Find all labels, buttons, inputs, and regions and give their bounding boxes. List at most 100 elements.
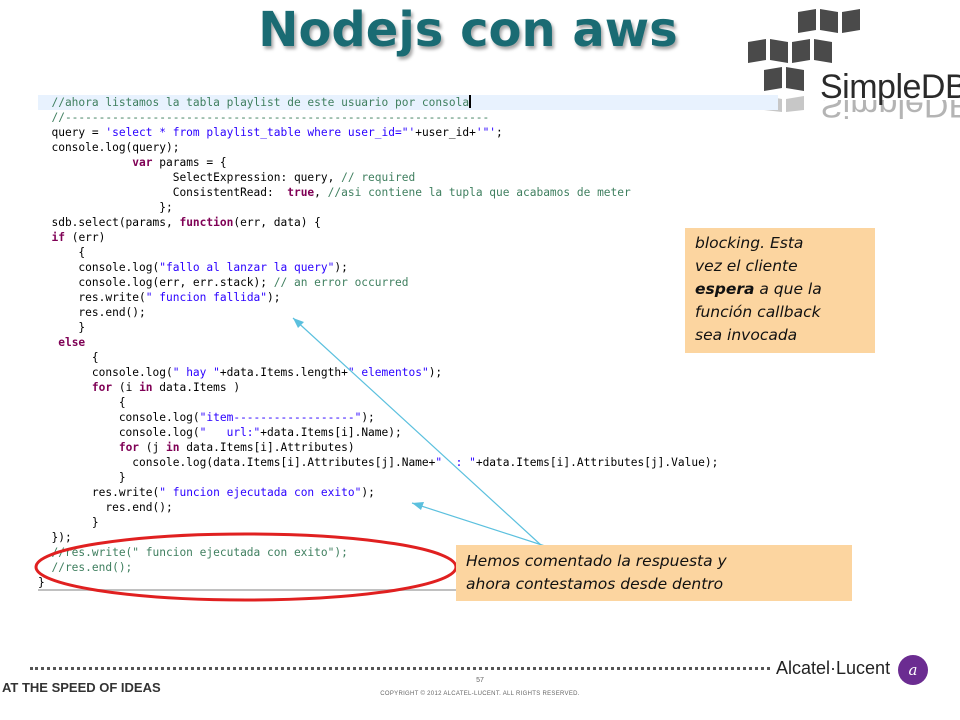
code-token: ); bbox=[267, 291, 281, 304]
code-line: //ahora listamos la tabla playlist de es… bbox=[38, 95, 778, 110]
code-token: SelectExpression: query, bbox=[38, 171, 342, 184]
code-line: } bbox=[38, 470, 778, 485]
code-token: { bbox=[38, 351, 99, 364]
code-token: console.log(err, err.stack); bbox=[38, 276, 274, 289]
code-token: }; bbox=[38, 201, 173, 214]
code-line: res.end(); bbox=[38, 500, 778, 515]
callout-response: Hemos comentado la respuesta y ahora con… bbox=[456, 545, 852, 601]
code-token: console.log( bbox=[38, 261, 160, 274]
code-line: for (j in data.Items[i].Attributes) bbox=[38, 440, 778, 455]
code-token: 'select * from playlist_table where user… bbox=[105, 126, 416, 139]
code-token bbox=[38, 156, 132, 169]
code-token: // required bbox=[341, 171, 416, 184]
code-token: params = { bbox=[152, 156, 227, 169]
code-line: { bbox=[38, 350, 778, 365]
code-token: console.log( bbox=[38, 366, 173, 379]
callout-line: blocking. Esta bbox=[695, 234, 804, 252]
callout-line: sea invocada bbox=[695, 326, 798, 344]
code-token: ; bbox=[496, 126, 503, 139]
code-line: var params = { bbox=[38, 155, 778, 170]
code-token: ); bbox=[361, 486, 375, 499]
code-token: ConsistentRead: bbox=[38, 186, 288, 199]
code-token: console.log(data.Items[i].Attributes[j].… bbox=[38, 456, 436, 469]
code-line: query = 'select * from playlist_table wh… bbox=[38, 125, 778, 140]
brand-name: Alcatel·Lucent bbox=[776, 658, 891, 678]
code-token: { bbox=[38, 396, 126, 409]
logo-block bbox=[814, 39, 832, 63]
code-token: res.write( bbox=[38, 291, 146, 304]
logo-block bbox=[820, 9, 838, 33]
code-token: else bbox=[58, 336, 86, 349]
code-token: (i bbox=[112, 381, 140, 394]
callout-line: función callback bbox=[695, 303, 821, 321]
code-token: //res.end(); bbox=[38, 561, 133, 574]
code-token bbox=[38, 441, 119, 454]
code-line: { bbox=[38, 245, 778, 260]
simpledb-logo-icon bbox=[748, 9, 860, 112]
logo-block-reflection bbox=[786, 96, 804, 112]
logo-block bbox=[792, 39, 810, 63]
code-token: ); bbox=[428, 366, 443, 379]
code-line: res.write(" funcion fallida"); bbox=[38, 290, 778, 305]
code-line: console.log("item------------------"); bbox=[38, 410, 778, 425]
page-number: 57 bbox=[476, 677, 484, 684]
code-token: res.write( bbox=[38, 486, 160, 499]
simpledb-logo-text: SimpleDB bbox=[820, 68, 960, 106]
code-token: " hay " bbox=[172, 366, 220, 379]
code-line: }; bbox=[38, 200, 778, 215]
code-listing: //ahora listamos la tabla playlist de es… bbox=[38, 95, 778, 591]
code-token: " funcion ejecutada con exito" bbox=[159, 486, 362, 499]
code-line: console.log(query); bbox=[38, 140, 778, 155]
code-line: SelectExpression: query, // required bbox=[38, 170, 778, 185]
code-token: ); bbox=[361, 411, 375, 424]
code-token: in bbox=[139, 381, 153, 394]
alcatel-lucent-logo-icon: a bbox=[898, 655, 928, 685]
code-token: function bbox=[179, 216, 234, 229]
code-token: in bbox=[166, 441, 180, 454]
logo-block bbox=[770, 39, 788, 63]
code-line: } bbox=[38, 320, 778, 335]
callout-line: espera a que la bbox=[695, 278, 865, 301]
footer-divider bbox=[30, 667, 770, 670]
code-token: (j bbox=[139, 441, 166, 454]
code-line: if (err) bbox=[38, 230, 778, 245]
code-token: //res.write(" funcion ejecutada con exit… bbox=[38, 546, 348, 559]
code-line: } bbox=[38, 515, 778, 530]
logo-block bbox=[798, 9, 816, 33]
code-token: (err, data) { bbox=[233, 216, 321, 229]
simpledb-logo-reflection: SimpleDB bbox=[820, 100, 960, 122]
code-line: console.log("fallo al lanzar la query"); bbox=[38, 260, 778, 275]
callout-line-rest: a que la bbox=[754, 280, 822, 298]
code-token: for bbox=[118, 441, 140, 454]
code-token: } bbox=[38, 576, 45, 589]
code-token: //asi contiene la tupla que acabamos de … bbox=[327, 186, 631, 199]
code-token: if bbox=[51, 231, 65, 244]
code-line: else bbox=[38, 335, 778, 350]
code-token: " elementos" bbox=[347, 366, 429, 379]
code-token: // an error occurred bbox=[273, 276, 409, 289]
code-token: , bbox=[314, 186, 328, 199]
footer-tagline: AT THE SPEED OF IDEAS bbox=[2, 680, 161, 695]
code-token: "fallo al lanzar la query" bbox=[159, 261, 335, 274]
code-token: true bbox=[287, 186, 315, 199]
code-token: " url:" bbox=[199, 426, 261, 439]
text-cursor bbox=[469, 95, 472, 108]
code-line: for (i in data.Items ) bbox=[38, 380, 778, 395]
code-token: ); bbox=[334, 261, 348, 274]
code-token: data.Items[i].Attributes) bbox=[179, 441, 355, 454]
logo-block bbox=[748, 39, 766, 63]
code-token: } bbox=[38, 321, 86, 334]
logo-block bbox=[764, 67, 782, 91]
code-token: +data.Items[i].Name); bbox=[260, 426, 402, 439]
code-token: " funcion fallida" bbox=[145, 291, 268, 304]
code-token: //--------------------------------------… bbox=[38, 111, 490, 124]
code-token: //ahora listamos la tabla playlist de es… bbox=[38, 96, 470, 109]
code-token: sdb.select(params, bbox=[38, 216, 180, 229]
code-token bbox=[38, 231, 51, 244]
code-token: console.log(query); bbox=[38, 141, 180, 154]
callout-line: ahora contestamos desde dentro bbox=[466, 575, 724, 593]
code-token: var bbox=[132, 156, 153, 169]
code-token bbox=[38, 381, 92, 394]
code-line: //--------------------------------------… bbox=[38, 110, 778, 125]
code-token: data.Items ) bbox=[152, 381, 241, 394]
